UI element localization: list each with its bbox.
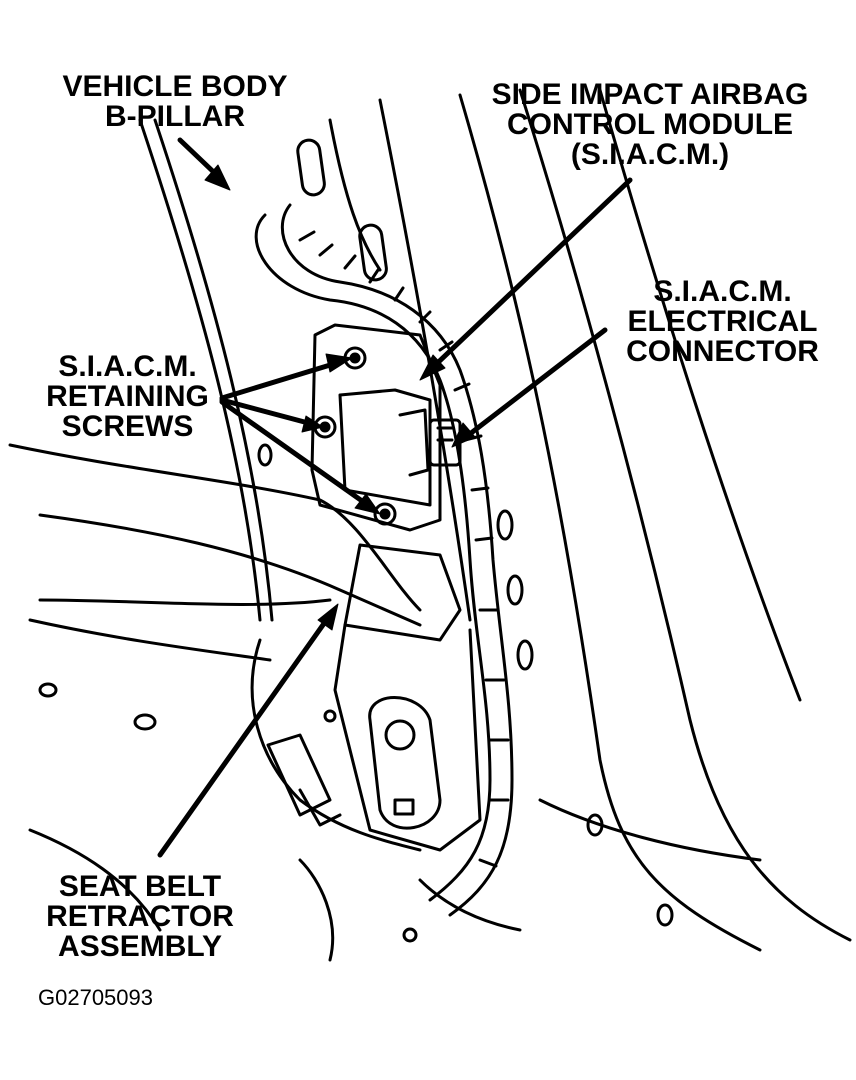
seat-belt-webbing (8, 443, 422, 627)
screws-callout-line1: S.I.A.C.M. (58, 350, 197, 383)
b-pillar-panel (138, 88, 852, 952)
floor-connector (266, 733, 342, 827)
b-pillar-callout: VEHICLE BODY B-PILLAR (40, 72, 310, 132)
b-pillar-callout-line2: B-PILLAR (105, 100, 245, 133)
screws-callout-line2: RETAINING (46, 380, 209, 413)
lower-body-panel (28, 618, 762, 962)
pillar-slots (257, 138, 674, 927)
connector-callout: S.I.A.C.M. ELECTRICAL CONNECTOR (610, 277, 835, 367)
connector-callout-line2: ELECTRICAL (627, 305, 818, 338)
figure-code: G02705093 (38, 985, 153, 1010)
leader-lines (157, 137, 633, 858)
retractor-callout: SEAT BELT RETRACTOR ASSEMBLY (30, 872, 250, 962)
connector-callout-line3: CONNECTOR (626, 335, 819, 368)
b-pillar-callout-line1: VEHICLE BODY (62, 70, 288, 103)
wiring-harness (254, 203, 514, 917)
module-callout: SIDE IMPACT AIRBAG CONTROL MODULE (S.I.A… (470, 80, 830, 170)
connector-callout-line1: S.I.A.C.M. (653, 275, 792, 308)
retractor-callout-line1: SEAT BELT (58, 870, 222, 903)
retractor-callout-line2: RETRACTOR (46, 900, 234, 933)
screws-callout-line3: SCREWS (61, 410, 194, 443)
module-callout-line1: SIDE IMPACT AIRBAG (491, 78, 809, 111)
module-callout-line3: (S.I.A.C.M.) (570, 138, 730, 171)
screws-callout: S.I.A.C.M. RETAINING SCREWS (20, 352, 235, 442)
retractor-assembly (333, 543, 482, 852)
retractor-callout-line3: ASSEMBLY (58, 930, 222, 963)
module-callout-line2: CONTROL MODULE (506, 108, 794, 141)
